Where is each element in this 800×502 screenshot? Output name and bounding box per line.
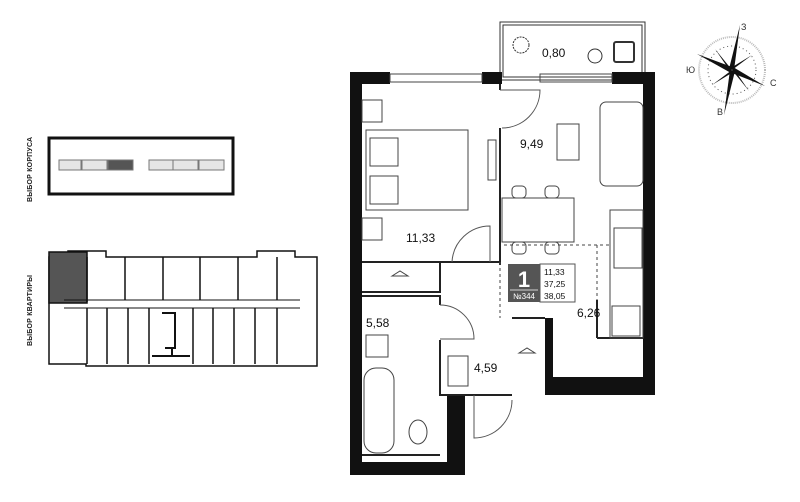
compass-north-label: З: [741, 22, 746, 32]
compass-west-label: Ю: [686, 65, 695, 75]
bedroom-area: 11,33: [406, 231, 435, 245]
building-thumbnail[interactable]: [107, 159, 134, 171]
compass-east-label: С: [770, 78, 777, 88]
building-thumbnail[interactable]: [81, 159, 108, 171]
compass-rose: [697, 25, 766, 115]
badge-area: 37,25: [544, 279, 566, 289]
apartment-walls: [350, 72, 655, 475]
windows: [389, 73, 613, 83]
building-thumbnail[interactable]: [172, 159, 199, 171]
doors[interactable]: [439, 89, 541, 439]
balcony[interactable]: [499, 21, 646, 81]
building-selector[interactable]: [47, 136, 235, 196]
interior-partitions: [362, 84, 643, 456]
kitchen-area: 6,26: [577, 306, 601, 320]
building-thumbnail[interactable]: [148, 159, 175, 171]
balcony-area: 0,80: [542, 46, 566, 60]
badge-number: №344: [513, 292, 535, 301]
badge-rooms: 1: [518, 267, 530, 292]
badge-total-area: 38,05: [544, 291, 566, 301]
living-room-area: 9,49: [520, 137, 544, 151]
furniture: [361, 99, 644, 454]
apartment-selector[interactable]: [48, 250, 318, 367]
building-thumbnail[interactable]: [198, 159, 225, 171]
bathroom-area: 5,58: [366, 316, 390, 330]
selected-apartment: [48, 251, 88, 304]
hall-area: 4,59: [474, 361, 498, 375]
apartment-badge: 1 №344 11,33 37,25 38,05: [508, 263, 576, 303]
badge-living-area: 11,33: [544, 267, 565, 277]
building-thumbnail[interactable]: [58, 159, 82, 171]
compass-south-label: В: [717, 107, 723, 117]
